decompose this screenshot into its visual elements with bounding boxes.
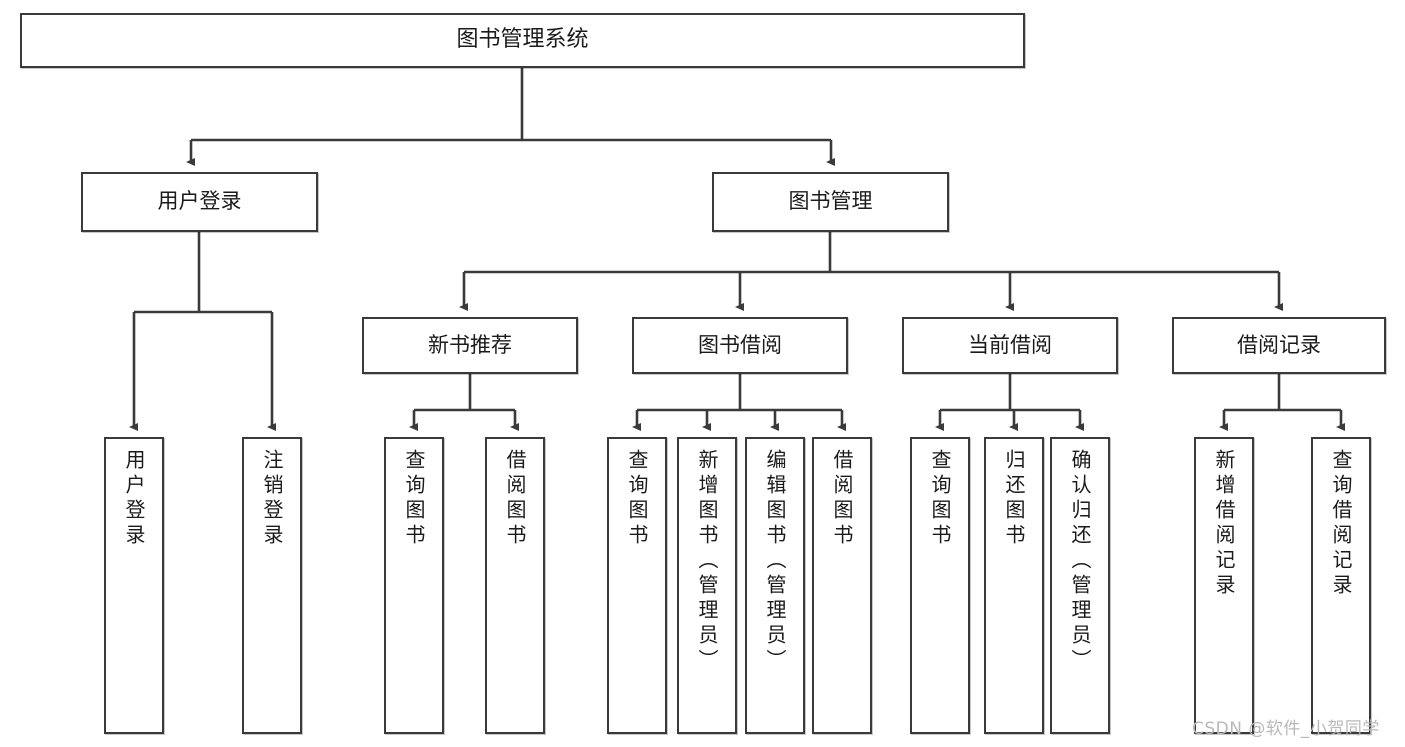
node-book-borrow[interactable]: 图书借阅 — [632, 317, 848, 374]
node-leaf-edit-book[interactable]: 编辑图书（管理员） — [745, 437, 805, 734]
node-leaf-query-book-borrow[interactable]: 查询图书 — [607, 437, 667, 734]
node-user-login[interactable]: 用户登录 — [81, 172, 318, 232]
node-book-borrow-label: 图书借阅 — [698, 332, 782, 357]
csdn-watermark: CSDN @软件_小贺同学 — [1192, 719, 1380, 739]
node-leaf-user-logout-label: 注销登录 — [260, 449, 284, 549]
node-leaf-add-borrow-record-label: 新增借阅记录 — [1212, 449, 1236, 599]
node-leaf-query-borrow-record-label: 查询借阅记录 — [1329, 449, 1353, 599]
node-book-manage[interactable]: 图书管理 — [712, 172, 949, 232]
node-leaf-edit-book-label: 编辑图书（管理员） — [763, 449, 787, 674]
node-leaf-query-book-recommend[interactable]: 查询图书 — [384, 437, 444, 734]
node-leaf-query-book-current[interactable]: 查询图书 — [910, 437, 970, 734]
node-leaf-user-login-label: 用户登录 — [122, 449, 146, 549]
node-current-borrow-label: 当前借阅 — [968, 332, 1052, 357]
node-leaf-borrow-book-recommend-label: 借阅图书 — [503, 449, 527, 549]
node-leaf-query-borrow-record[interactable]: 查询借阅记录 — [1311, 437, 1371, 734]
node-root-label: 图书管理系统 — [456, 27, 589, 53]
node-leaf-query-book-current-label: 查询图书 — [928, 449, 952, 549]
node-new-book-recommend[interactable]: 新书推荐 — [362, 317, 578, 374]
node-borrow-record-label: 借阅记录 — [1237, 332, 1321, 357]
node-leaf-user-login[interactable]: 用户登录 — [104, 437, 164, 734]
node-leaf-add-book-label: 新增图书（管理员） — [695, 449, 719, 674]
node-user-login-label: 用户登录 — [157, 189, 242, 214]
node-leaf-borrow-book[interactable]: 借阅图书 — [812, 437, 872, 734]
node-new-book-recommend-label: 新书推荐 — [428, 332, 512, 357]
node-leaf-return-book-label: 归还图书 — [1002, 449, 1026, 549]
node-leaf-query-book-borrow-label: 查询图书 — [625, 449, 649, 549]
node-root[interactable]: 图书管理系统 — [20, 13, 1025, 68]
node-leaf-borrow-book-recommend[interactable]: 借阅图书 — [485, 437, 545, 734]
node-leaf-user-logout[interactable]: 注销登录 — [242, 437, 302, 734]
node-leaf-return-book[interactable]: 归还图书 — [984, 437, 1044, 734]
node-leaf-borrow-book-label: 借阅图书 — [830, 449, 854, 549]
node-leaf-confirm-return[interactable]: 确认归还（管理员） — [1050, 437, 1110, 734]
node-leaf-add-book[interactable]: 新增图书（管理员） — [677, 437, 737, 734]
node-leaf-add-borrow-record[interactable]: 新增借阅记录 — [1194, 437, 1254, 734]
node-leaf-query-book-recommend-label: 查询图书 — [402, 449, 426, 549]
node-leaf-confirm-return-label: 确认归还（管理员） — [1068, 449, 1092, 674]
node-borrow-record[interactable]: 借阅记录 — [1172, 317, 1386, 374]
node-book-manage-label: 图书管理 — [788, 189, 873, 214]
node-current-borrow[interactable]: 当前借阅 — [902, 317, 1118, 374]
